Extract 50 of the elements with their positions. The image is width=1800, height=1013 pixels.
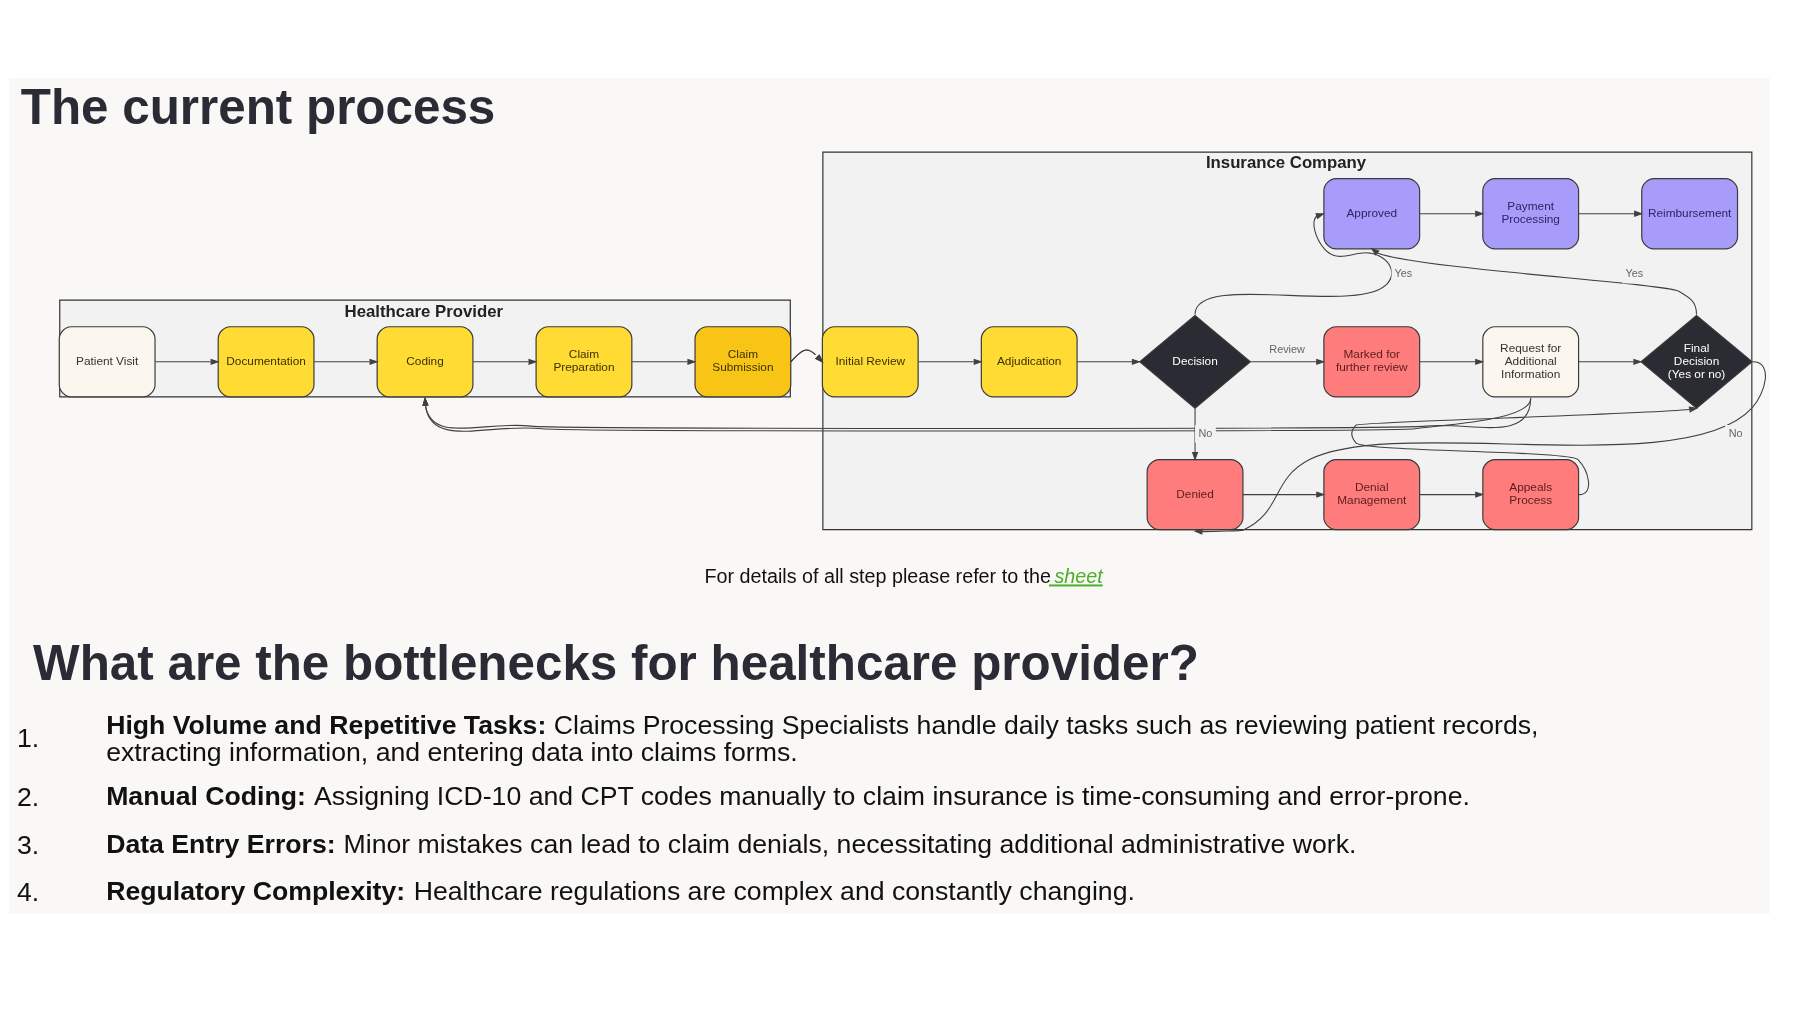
label: Manual Coding: Assigning ICD-10 and CPT codes manually to claim insurance is time-consuming and error-prone. <box>106 781 1470 812</box>
arrow <box>154 358 220 365</box>
arrow <box>1191 407 1199 462</box>
node-box: Documentation <box>217 326 315 398</box>
node-box: Patient Visit <box>58 326 156 398</box>
node-box: Payment Processing <box>1482 178 1580 250</box>
edge-label: Review <box>1269 342 1305 355</box>
label: Regulatory Complexity: Healthcare regulations are complex and constantly changing. <box>106 875 1135 906</box>
label: 2. <box>17 782 40 813</box>
arrow <box>313 358 379 365</box>
label: 3. <box>17 829 40 860</box>
label: 4. <box>17 876 40 907</box>
node-box: Appeals Process <box>1482 458 1580 531</box>
label: Data Entry Errors: Minor mistakes can lead to claim denials, necessitating additional administrative work. <box>106 828 1357 859</box>
arrow <box>790 349 824 363</box>
arrow <box>1419 491 1485 498</box>
arrow <box>631 358 697 365</box>
diagram-title: The current process <box>20 79 496 135</box>
edge-label: No <box>1198 426 1213 439</box>
edge-label: Yes <box>1625 267 1644 280</box>
node-box: Initial Review <box>821 326 919 398</box>
arrow <box>1370 247 1698 315</box>
arrow <box>1578 358 1643 365</box>
label: High Volume and Repetitive Tasks: Claims Processing Specialists handle daily tasks such as reviewing patient records, extracting information, and entering data into claims forms. <box>106 710 1539 767</box>
node-box: Request for Additional Information <box>1482 326 1580 398</box>
label: 1. <box>17 722 40 753</box>
arrow <box>472 358 538 365</box>
node-box: Claim Submission <box>694 326 792 398</box>
node-box: Claim Preparation <box>535 326 633 398</box>
node-box: Approved <box>1323 178 1421 250</box>
node-box: Coding <box>376 326 474 398</box>
node-box: Denial Management <box>1323 458 1421 531</box>
node-box: Adjudication <box>980 326 1078 398</box>
arrow <box>1194 213 1393 315</box>
arrow <box>917 358 983 365</box>
arrow <box>1249 358 1326 365</box>
node-box: Reimbursement <box>1641 178 1739 250</box>
arrow <box>1578 210 1644 217</box>
arrow <box>1242 491 1326 498</box>
arrow <box>1076 358 1141 365</box>
arrow <box>1419 210 1485 217</box>
edge-label: Yes <box>1394 267 1413 280</box>
edge-label: No <box>1728 426 1743 439</box>
label: What are the bottlenecks for healthcare provider? <box>33 634 1199 690</box>
arrow <box>422 396 1532 432</box>
arrow <box>1419 358 1485 365</box>
node-box: Denied <box>1146 458 1244 531</box>
node-diamond: Final Decision (Yes or no) <box>1640 314 1753 409</box>
node-box: Marked for further review <box>1323 326 1421 398</box>
node-diamond: Decision <box>1138 314 1252 409</box>
